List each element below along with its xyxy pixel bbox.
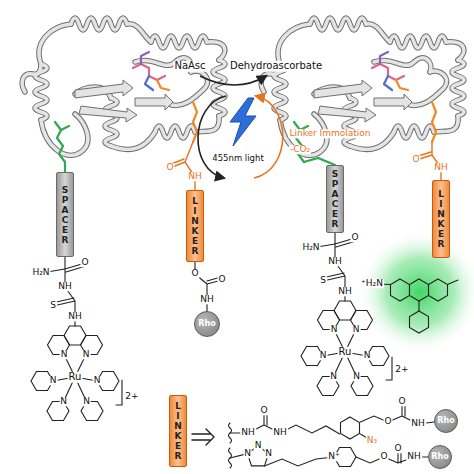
atom-label: N — [60, 350, 69, 359]
protein-right — [261, 18, 464, 162]
process-label: Linker Immolation — [288, 129, 371, 138]
atom-label: O — [350, 233, 359, 242]
reagent-label: Dehydroascorbate — [229, 61, 323, 72]
spacer-box: SPACER — [326, 165, 344, 233]
atom-label: N — [319, 351, 328, 360]
box-label: LINKER — [437, 189, 446, 249]
chemical-structures — [360, 402, 434, 441]
box-label: LINKER — [191, 196, 200, 256]
redox-cycle — [200, 76, 266, 85]
atom-label: NH — [272, 428, 288, 437]
atom-label: N — [264, 449, 273, 458]
spacer-box: SPACER — [56, 172, 74, 257]
atom-label: N — [49, 376, 58, 385]
atom-label: H₂N — [31, 268, 50, 277]
reagent-label: NaAsc — [173, 61, 206, 72]
chemical-structures — [323, 330, 367, 377]
atom-label: NH — [433, 163, 449, 172]
atom-label: O — [411, 155, 420, 164]
charge-label: 2+ — [394, 365, 409, 374]
linker-box: LINKER — [186, 190, 204, 262]
dye-label: Rho — [198, 320, 215, 328]
chemical-structures — [429, 279, 448, 301]
azide-label: N₃ — [366, 436, 378, 445]
atom-label: S — [319, 276, 327, 285]
metal-label: Ru — [338, 347, 353, 358]
fluorescence-glow — [358, 230, 474, 354]
atom-label: N⁺ — [327, 452, 340, 461]
atom-label: N — [329, 372, 338, 381]
atom-label: N — [363, 351, 372, 360]
atom-label: NH — [406, 452, 422, 461]
atom-label: N — [82, 397, 91, 406]
chemical-structures — [391, 279, 410, 301]
atom-label: H₂N — [301, 243, 320, 252]
chemical-structures — [376, 280, 458, 311]
redox-cycle — [198, 76, 283, 178]
atom-label: O — [217, 275, 226, 284]
atom-label: O — [259, 406, 268, 415]
atom-label: ⁺H₂N — [360, 279, 384, 288]
atom-label: O — [383, 417, 392, 426]
tether-bonds — [169, 142, 441, 190]
chemical-structures — [31, 233, 458, 468]
light-label: 455nm light — [211, 154, 264, 163]
protein-right — [261, 18, 464, 162]
atom-label: N — [59, 397, 68, 406]
atom-label: NH — [67, 312, 83, 321]
chemical-structures — [53, 355, 97, 402]
chemical-structures — [356, 449, 428, 463]
protein-left — [22, 18, 225, 162]
atom-label: N — [254, 441, 263, 450]
atom-label: N — [330, 325, 339, 334]
atom-label: S — [49, 301, 57, 310]
atom-label: O — [80, 258, 89, 267]
atom-label: NH — [57, 282, 73, 291]
tether-bonds — [64, 162, 66, 172]
tether-bonds — [65, 142, 441, 190]
box-label: SPACER — [61, 185, 70, 245]
atom-label: O — [393, 444, 402, 453]
rhodamine-circle: Rho — [194, 311, 220, 337]
atom-label: O — [397, 397, 406, 406]
atom-label: N — [352, 372, 361, 381]
chemical-structures — [410, 279, 429, 301]
atom-label: NH — [337, 287, 353, 296]
atom-label: N — [243, 449, 252, 458]
rhodamine-circle: Rho — [428, 445, 452, 469]
linker-box: LINKER — [432, 180, 450, 258]
atom-label: NH — [327, 257, 343, 266]
atom-label: N — [352, 325, 361, 334]
box-label: SPACER — [331, 169, 340, 229]
chemical-structures — [410, 311, 429, 333]
atom-label: NH — [187, 172, 203, 181]
chemical-structures — [341, 417, 360, 439]
lightning-bolt — [230, 98, 256, 146]
dye-label: Rho — [437, 417, 454, 425]
rhodamine-circle: Rho — [434, 409, 458, 433]
dye-label: Rho — [431, 453, 448, 461]
atom-label: N — [82, 350, 91, 359]
atom-label: N — [93, 376, 102, 385]
atom-label: NH — [199, 295, 215, 304]
chemical-structures — [116, 380, 122, 405]
linker-box: LINKER — [169, 395, 187, 467]
protein-left — [22, 18, 225, 162]
atom-label: O — [190, 269, 199, 278]
box-label: LINKER — [174, 401, 183, 461]
atom-label: O — [379, 452, 388, 461]
metal-label: Ru — [68, 372, 83, 383]
atom-label: NH — [240, 428, 256, 437]
redox-cycle — [198, 96, 226, 178]
chemical-structures — [386, 357, 392, 380]
tether-bonds — [304, 158, 335, 165]
atom-label: O — [165, 163, 174, 172]
atom-label: NH — [410, 419, 426, 428]
chemical-structures — [192, 429, 214, 445]
redox-cycle — [254, 96, 283, 178]
charge-label: 2+ — [124, 392, 139, 401]
process-label: -CO₂ — [289, 145, 311, 154]
chemical-structures — [265, 457, 335, 466]
